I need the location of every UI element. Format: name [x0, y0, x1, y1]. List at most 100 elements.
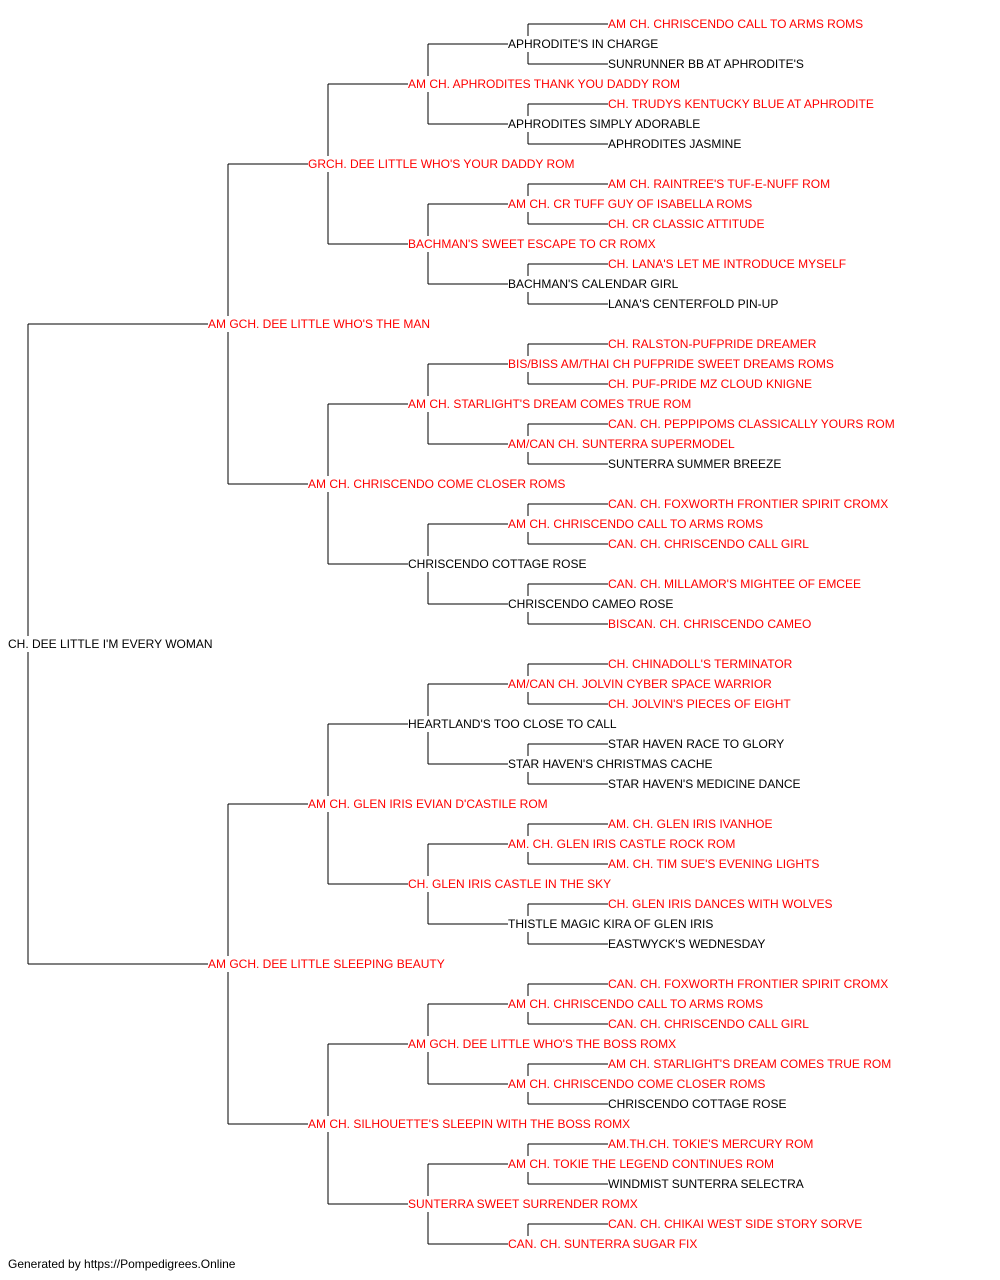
ancestor-name[interactable]: CAN. CH. CHIKAI WEST SIDE STORY SORVE [608, 1217, 862, 1231]
ancestor-name[interactable]: BISCAN. CH. CHRISCENDO CAMEO [608, 617, 811, 631]
ancestor-node: AM CH. GLEN IRIS EVIAN D'CASTILE ROM [308, 723, 548, 885]
ancestor-node: AM GCH. DEE LITTLE SLEEPING BEAUTY [208, 803, 445, 1125]
ancestor-node: SUNTERRA SWEET SURRENDER ROMX [408, 1163, 638, 1245]
ancestor-node: HEARTLAND'S TOO CLOSE TO CALL [408, 683, 617, 765]
ancestor-name[interactable]: BIS/BISS AM/THAI CH PUFPRIDE SWEET DREAM… [508, 357, 834, 371]
ancestor-node: STAR HAVEN'S MEDICINE DANCE [608, 777, 801, 791]
ancestor-node: BACHMAN'S SWEET ESCAPE TO CR ROMX [408, 203, 656, 285]
ancestor-name[interactable]: STAR HAVEN RACE TO GLORY [608, 737, 784, 751]
ancestor-name[interactable]: CHRISCENDO COTTAGE ROSE [608, 1097, 786, 1111]
ancestor-name[interactable]: CAN. CH. CHRISCENDO CALL GIRL [608, 537, 809, 551]
ancestor-name[interactable]: SUNRUNNER BB AT APHRODITE'S [608, 57, 804, 71]
ancestor-name[interactable]: AM CH. CHRISCENDO COME CLOSER ROMS [308, 477, 565, 491]
ancestor-name[interactable]: AM CH. CHRISCENDO CALL TO ARMS ROMS [608, 17, 863, 31]
ancestor-node: CHRISCENDO COTTAGE ROSE [608, 1097, 786, 1111]
ancestor-name[interactable]: CAN. CH. MILLAMOR'S MIGHTEE OF EMCEE [608, 577, 861, 591]
ancestor-name[interactable]: CHRISCENDO COTTAGE ROSE [408, 557, 586, 571]
ancestor-node: CH. GLEN IRIS DANCES WITH WOLVES [608, 897, 832, 911]
ancestor-name[interactable]: GRCH. DEE LITTLE WHO'S YOUR DADDY ROM [308, 157, 575, 171]
ancestor-name[interactable]: CAN. CH. PEPPIPOMS CLASSICALLY YOURS ROM [608, 417, 895, 431]
ancestor-name[interactable]: AM. CH. GLEN IRIS CASTLE ROCK ROM [508, 837, 735, 851]
ancestor-name[interactable]: CH. GLEN IRIS DANCES WITH WOLVES [608, 897, 832, 911]
ancestor-name[interactable]: HEARTLAND'S TOO CLOSE TO CALL [408, 717, 617, 731]
ancestor-name[interactable]: EASTWYCK'S WEDNESDAY [608, 937, 765, 951]
ancestor-name[interactable]: AM GCH. DEE LITTLE WHO'S THE MAN [208, 317, 430, 331]
ancestor-name[interactable]: CHRISCENDO CAMEO ROSE [508, 597, 673, 611]
ancestor-name[interactable]: AM CH. CHRISCENDO CALL TO ARMS ROMS [508, 997, 763, 1011]
ancestor-name[interactable]: CH. GLEN IRIS CASTLE IN THE SKY [408, 877, 611, 891]
ancestor-node: AM CH. TOKIE THE LEGEND CONTINUES ROM [508, 1143, 774, 1185]
ancestor-name[interactable]: CH. RALSTON-PUFPRIDE DREAMER [608, 337, 817, 351]
ancestor-name[interactable]: AM. CH. GLEN IRIS IVANHOE [608, 817, 772, 831]
ancestor-node: AM.TH.CH. TOKIE'S MERCURY ROM [608, 1137, 813, 1151]
subject-name[interactable]: CH. DEE LITTLE I'M EVERY WOMAN [8, 637, 213, 651]
ancestor-node: CH. GLEN IRIS CASTLE IN THE SKY [408, 843, 611, 925]
ancestor-name[interactable]: AM CH. RAINTREE'S TUF-E-NUFF ROM [608, 177, 830, 191]
ancestor-name[interactable]: CH. JOLVIN'S PIECES OF EIGHT [608, 697, 791, 711]
ancestor-name[interactable]: CAN. CH. SUNTERRA SUGAR FIX [508, 1237, 697, 1250]
ancestor-node: CAN. CH. CHRISCENDO CALL GIRL [608, 537, 809, 551]
ancestor-name[interactable]: AM/CAN CH. JOLVIN CYBER SPACE WARRIOR [508, 677, 772, 691]
ancestor-node: AM. CH. GLEN IRIS IVANHOE [608, 817, 772, 831]
ancestor-node: CH. CHINADOLL'S TERMINATOR [608, 657, 793, 671]
ancestor-name[interactable]: APHRODITES JASMINE [608, 137, 741, 151]
ancestor-node: AM GCH. DEE LITTLE WHO'S THE MAN [208, 163, 430, 485]
ancestor-name[interactable]: AM CH. STARLIGHT'S DREAM COMES TRUE ROM [408, 397, 691, 411]
ancestor-node: APHRODITE'S IN CHARGE [508, 23, 658, 65]
ancestor-name[interactable]: AM. CH. TIM SUE'S EVENING LIGHTS [608, 857, 819, 871]
ancestor-node: CH. PUF-PRIDE MZ CLOUD KNIGNE [608, 377, 812, 391]
subject-node: CH. DEE LITTLE I'M EVERY WOMAN [8, 323, 213, 965]
ancestor-name[interactable]: THISTLE MAGIC KIRA OF GLEN IRIS [508, 917, 713, 931]
ancestor-name[interactable]: STAR HAVEN'S CHRISTMAS CACHE [508, 757, 713, 771]
ancestor-name[interactable]: CH. LANA'S LET ME INTRODUCE MYSELF [608, 257, 846, 271]
ancestor-node: SUNRUNNER BB AT APHRODITE'S [608, 57, 804, 71]
ancestor-name[interactable]: AM CH. TOKIE THE LEGEND CONTINUES ROM [508, 1157, 774, 1171]
ancestor-node: AM. CH. TIM SUE'S EVENING LIGHTS [608, 857, 819, 871]
ancestor-name[interactable]: CH. PUF-PRIDE MZ CLOUD KNIGNE [608, 377, 812, 391]
ancestor-name[interactable]: AM CH. STARLIGHT'S DREAM COMES TRUE ROM [608, 1057, 891, 1071]
ancestor-node: CAN. CH. PEPPIPOMS CLASSICALLY YOURS ROM [608, 417, 895, 431]
ancestor-name[interactable]: AM CH. CHRISCENDO COME CLOSER ROMS [508, 1077, 765, 1091]
ancestor-name[interactable]: CH. CHINADOLL'S TERMINATOR [608, 657, 793, 671]
ancestor-node: AM CH. CHRISCENDO CALL TO ARMS ROMS [508, 983, 763, 1025]
ancestor-name[interactable]: CAN. CH. FOXWORTH FRONTIER SPIRIT CROMX [608, 977, 888, 991]
ancestor-name[interactable]: BACHMAN'S SWEET ESCAPE TO CR ROMX [408, 237, 656, 251]
ancestor-name[interactable]: CH. TRUDYS KENTUCKY BLUE AT APHRODITE [608, 97, 874, 111]
ancestor-node: AM/CAN CH. SUNTERRA SUPERMODEL [508, 423, 735, 465]
ancestor-node: LANA'S CENTERFOLD PIN-UP [608, 297, 778, 311]
ancestor-node: AM CH. CR TUFF GUY OF ISABELLA ROMS [508, 183, 752, 225]
ancestor-name[interactable]: AM CH. CHRISCENDO CALL TO ARMS ROMS [508, 517, 763, 531]
ancestor-node: AM. CH. GLEN IRIS CASTLE ROCK ROM [508, 823, 735, 865]
ancestor-name[interactable]: LANA'S CENTERFOLD PIN-UP [608, 297, 778, 311]
ancestor-name[interactable]: CAN. CH. CHRISCENDO CALL GIRL [608, 1017, 809, 1031]
ancestor-node: STAR HAVEN RACE TO GLORY [608, 737, 784, 751]
ancestor-name[interactable]: AM CH. APHRODITES THANK YOU DADDY ROM [408, 77, 680, 91]
ancestor-name[interactable]: AM/CAN CH. SUNTERRA SUPERMODEL [508, 437, 735, 451]
ancestor-name[interactable]: AM GCH. DEE LITTLE SLEEPING BEAUTY [208, 957, 445, 971]
ancestor-name[interactable]: AM.TH.CH. TOKIE'S MERCURY ROM [608, 1137, 813, 1151]
ancestor-node: AM/CAN CH. JOLVIN CYBER SPACE WARRIOR [508, 663, 772, 705]
ancestor-node: CAN. CH. MILLAMOR'S MIGHTEE OF EMCEE [608, 577, 861, 591]
ancestor-name[interactable]: SUNTERRA SWEET SURRENDER ROMX [408, 1197, 638, 1211]
ancestor-node: WINDMIST SUNTERRA SELECTRA [608, 1177, 804, 1191]
ancestor-node: THISTLE MAGIC KIRA OF GLEN IRIS [508, 903, 713, 945]
ancestor-name[interactable]: WINDMIST SUNTERRA SELECTRA [608, 1177, 804, 1191]
ancestor-name[interactable]: AM CH. SILHOUETTE'S SLEEPIN WITH THE BOS… [308, 1117, 630, 1131]
ancestor-name[interactable]: BACHMAN'S CALENDAR GIRL [508, 277, 679, 291]
ancestor-name[interactable]: APHRODITE'S IN CHARGE [508, 37, 658, 51]
ancestor-name[interactable]: CH. CR CLASSIC ATTITUDE [608, 217, 764, 231]
ancestor-node: BACHMAN'S CALENDAR GIRL [508, 263, 679, 305]
ancestor-node: CAN. CH. CHIKAI WEST SIDE STORY SORVE [608, 1217, 862, 1231]
ancestor-name[interactable]: APHRODITES SIMPLY ADORABLE [508, 117, 700, 131]
ancestor-name[interactable]: CAN. CH. FOXWORTH FRONTIER SPIRIT CROMX [608, 497, 888, 511]
ancestor-node: AM GCH. DEE LITTLE WHO'S THE BOSS ROMX [408, 1003, 676, 1085]
ancestor-name[interactable]: AM GCH. DEE LITTLE WHO'S THE BOSS ROMX [408, 1037, 676, 1051]
ancestor-node: EASTWYCK'S WEDNESDAY [608, 937, 765, 951]
ancestor-name[interactable]: SUNTERRA SUMMER BREEZE [608, 457, 781, 471]
ancestor-name[interactable]: STAR HAVEN'S MEDICINE DANCE [608, 777, 801, 791]
ancestor-name[interactable]: AM CH. CR TUFF GUY OF ISABELLA ROMS [508, 197, 752, 211]
ancestor-node: SUNTERRA SUMMER BREEZE [608, 457, 781, 471]
ancestor-node: CH. LANA'S LET ME INTRODUCE MYSELF [608, 257, 846, 271]
ancestor-node: GRCH. DEE LITTLE WHO'S YOUR DADDY ROM [308, 83, 575, 245]
ancestor-name[interactable]: AM CH. GLEN IRIS EVIAN D'CASTILE ROM [308, 797, 548, 811]
